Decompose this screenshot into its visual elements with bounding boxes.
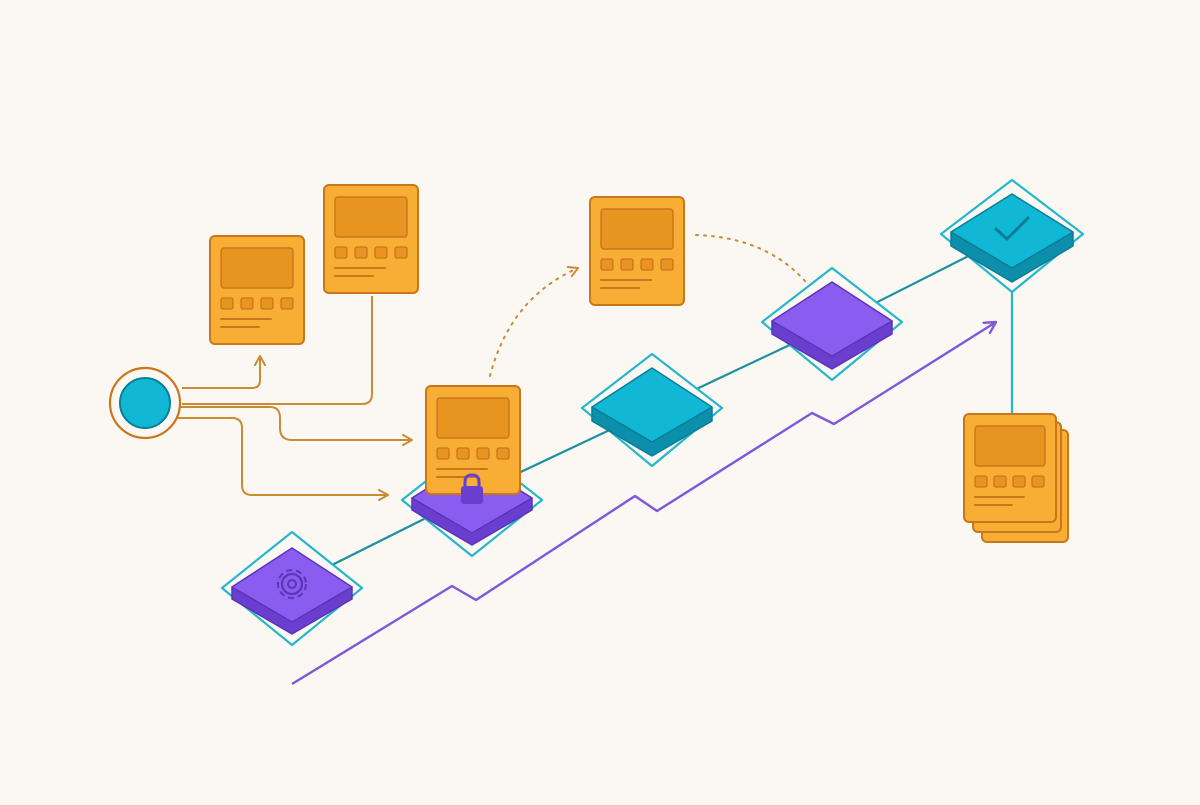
template-card-c[interactable] <box>589 196 685 306</box>
stage-node-1[interactable] <box>220 530 364 647</box>
stage-node-3[interactable] <box>580 352 724 468</box>
template-card-a[interactable] <box>209 235 305 345</box>
connector-to-card-b <box>182 296 373 405</box>
connector-to-card-a <box>182 355 266 389</box>
template-card-d[interactable] <box>425 385 521 495</box>
connector-to-stage-2 <box>170 417 389 501</box>
trend-line <box>291 322 996 686</box>
connector-to-card-c <box>170 406 413 446</box>
template-card-stack[interactable] <box>963 413 1069 543</box>
lock-icon <box>461 473 483 504</box>
stage-node-4[interactable] <box>760 266 904 382</box>
source-circle[interactable] <box>108 366 182 440</box>
gear-icon <box>277 569 307 599</box>
dotted-arc-up <box>489 266 579 377</box>
check-icon <box>994 216 1030 241</box>
stage-node-5[interactable] <box>939 178 1085 294</box>
template-card-b[interactable] <box>323 184 419 294</box>
